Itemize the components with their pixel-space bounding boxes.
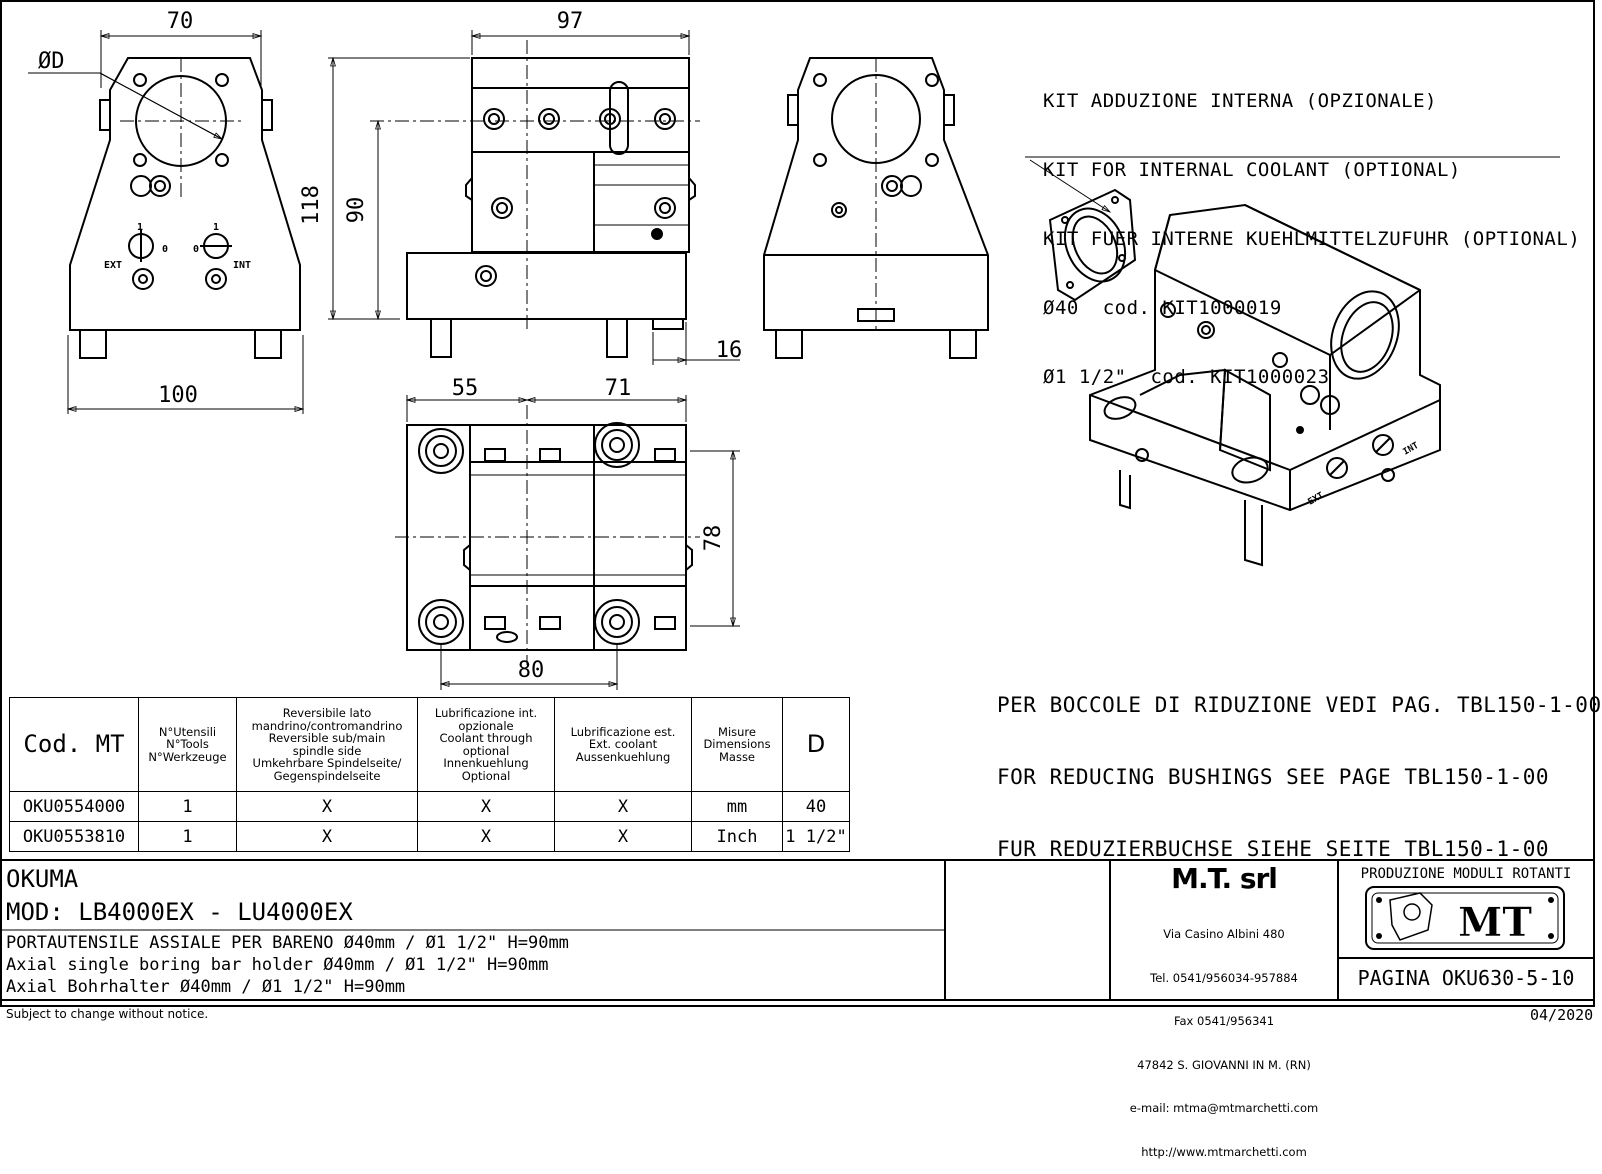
col-d: D <box>782 697 850 792</box>
cell-reversible: X <box>236 791 418 822</box>
switch-0-label: 0 <box>162 244 168 255</box>
dim-side-center-height: 90 <box>344 197 369 224</box>
dim-top-bottom: 80 <box>518 658 545 683</box>
address-fax: Fax 0541/956341 <box>1173 1014 1275 1028</box>
cell-int-coolant: X <box>417 821 555 852</box>
table-row: OKU0553810 1 X X X Inch 1 1/2" <box>9 821 850 852</box>
iso-ext-label: EXT <box>1307 491 1327 508</box>
mt-logo-text: MT <box>1458 899 1532 946</box>
switch-0b-label: 0 <box>193 244 199 255</box>
dim-top-left: 55 <box>452 376 479 401</box>
cell-tools: 1 <box>138 791 237 822</box>
col-ext-coolant: Lubrificazione est. Ext. coolant Aussenk… <box>554 697 692 792</box>
col-reversible: Reversibile lato mandrino/contromandrino… <box>236 697 418 792</box>
cell-reversible: X <box>236 821 418 852</box>
spec-table-header: Cod. MT N°Utensili N°Tools N°Werkzeuge R… <box>9 697 850 792</box>
cell-units: Inch <box>691 821 783 852</box>
dim-top-height: 78 <box>701 525 726 552</box>
cell-d: 1 1/2" <box>782 821 850 852</box>
technical-drawing: 70 ØD 100 1 0 EXT 1 0 INT <box>0 0 1595 1007</box>
dim-top-right: 71 <box>605 376 632 401</box>
address-street: Via Casino Albini 480 <box>1163 927 1285 941</box>
dim-front-base: 100 <box>158 383 198 408</box>
cell-d: 40 <box>782 791 850 822</box>
side-view <box>328 30 740 365</box>
cell-units: mm <box>691 791 783 822</box>
switch-int-label: INT <box>233 260 251 271</box>
iso-int-label: INT <box>1402 441 1422 458</box>
dim-side-width: 97 <box>557 9 584 34</box>
bushing-note-en: FOR REDUCING BUSHINGS SEE PAGE TBL150-1-… <box>997 765 1550 789</box>
description-de: Axial Bohrhalter Ø40mm / Ø1 1/2" H=90mm <box>6 977 406 997</box>
switch-1-label: 1 <box>137 222 143 233</box>
cell-code: OKU0554000 <box>9 791 139 822</box>
kit-note-line-it: KIT ADDUZIONE INTERNA (OPZIONALE) <box>1043 90 1437 112</box>
kit-note-code-inch: Ø1 1/2" cod. KIT1000023 <box>1043 366 1330 388</box>
mt-logo <box>1365 886 1565 950</box>
brand-name: OKUMA <box>6 865 79 893</box>
address-city: 47842 S. GIOVANNI IN M. (RN) <box>1137 1057 1311 1072</box>
switch-ext-label: EXT <box>104 260 122 271</box>
col-int-coolant: Lubrificazione int. opzionale Coolant th… <box>417 697 555 792</box>
company-name: M.T. srl <box>1171 862 1278 895</box>
col-dimensions: Misure Dimensions Masse <box>691 697 783 792</box>
kit-note: KIT ADDUZIONE INTERNA (OPZIONALE) KIT FO… <box>1043 44 1580 412</box>
kit-note-code-40: Ø40 cod. KIT1000019 <box>1043 297 1282 319</box>
model-name: MOD: LB4000EX - LU4000EX <box>6 898 353 926</box>
front-view <box>28 30 305 414</box>
isometric-view <box>1029 159 1441 567</box>
production-label: PRODUZIONE MODULI ROTANTI <box>1360 866 1572 882</box>
description-it: PORTAUTENSILE ASSIALE PER BARENO Ø40mm /… <box>6 933 569 953</box>
cell-tools: 1 <box>138 821 237 852</box>
description-en: Axial single boring bar holder Ø40mm / Ø… <box>6 955 549 975</box>
dim-front-width: 70 <box>167 9 194 34</box>
page-number: PAGINA OKU630-5-10 <box>1357 966 1575 990</box>
dim-side-foot: 16 <box>716 338 743 363</box>
cell-code: OKU0553810 <box>9 821 139 852</box>
col-tools: N°Utensili N°Tools N°Werkzeuge <box>138 697 237 792</box>
table-row: OKU0554000 1 X X X mm 40 <box>9 791 850 822</box>
kit-note-line-en: KIT FOR INTERNAL COOLANT (OPTIONAL) <box>1043 159 1461 181</box>
disclaimer: Subject to change without notice. <box>6 1007 209 1021</box>
company-address: Via Casino Albini 480 Tel. 0541/956034-9… <box>1110 898 1338 1174</box>
address-email: e-mail: mtma@mtmarchetti.com <box>1129 1101 1319 1115</box>
rear-view <box>763 57 989 359</box>
bushing-note-it: PER BOCCOLE DI RIDUZIONE VEDI PAG. TBL15… <box>997 693 1602 717</box>
kit-note-line-de: KIT FUER INTERNE KUEHLMITTELZUFUHR (OPTI… <box>1043 228 1581 250</box>
bushing-note-de: FUR REDUZIERBUCHSE SIEHE SEITE TBL150-1-… <box>997 837 1550 861</box>
col-cod-mt: Cod. MT <box>9 697 139 792</box>
dim-side-height: 118 <box>299 185 324 225</box>
sheet-border <box>0 0 1595 1007</box>
spec-table: Cod. MT N°Utensili N°Tools N°Werkzeuge R… <box>9 697 850 852</box>
cell-ext-coolant: X <box>554 821 692 852</box>
revision-date: 04/2020 <box>1530 1006 1594 1024</box>
address-tel: Tel. 0541/956034-957884 <box>1150 970 1298 985</box>
bushing-note: PER BOCCOLE DI RIDUZIONE VEDI PAG. TBL15… <box>997 645 1602 885</box>
top-view <box>395 395 740 690</box>
dim-front-diameter: ØD <box>38 49 65 74</box>
address-web: http://www.mtmarchetti.com <box>1141 1144 1307 1159</box>
cell-int-coolant: X <box>417 791 555 822</box>
switch-1b-label: 1 <box>213 222 219 233</box>
cell-ext-coolant: X <box>554 791 692 822</box>
